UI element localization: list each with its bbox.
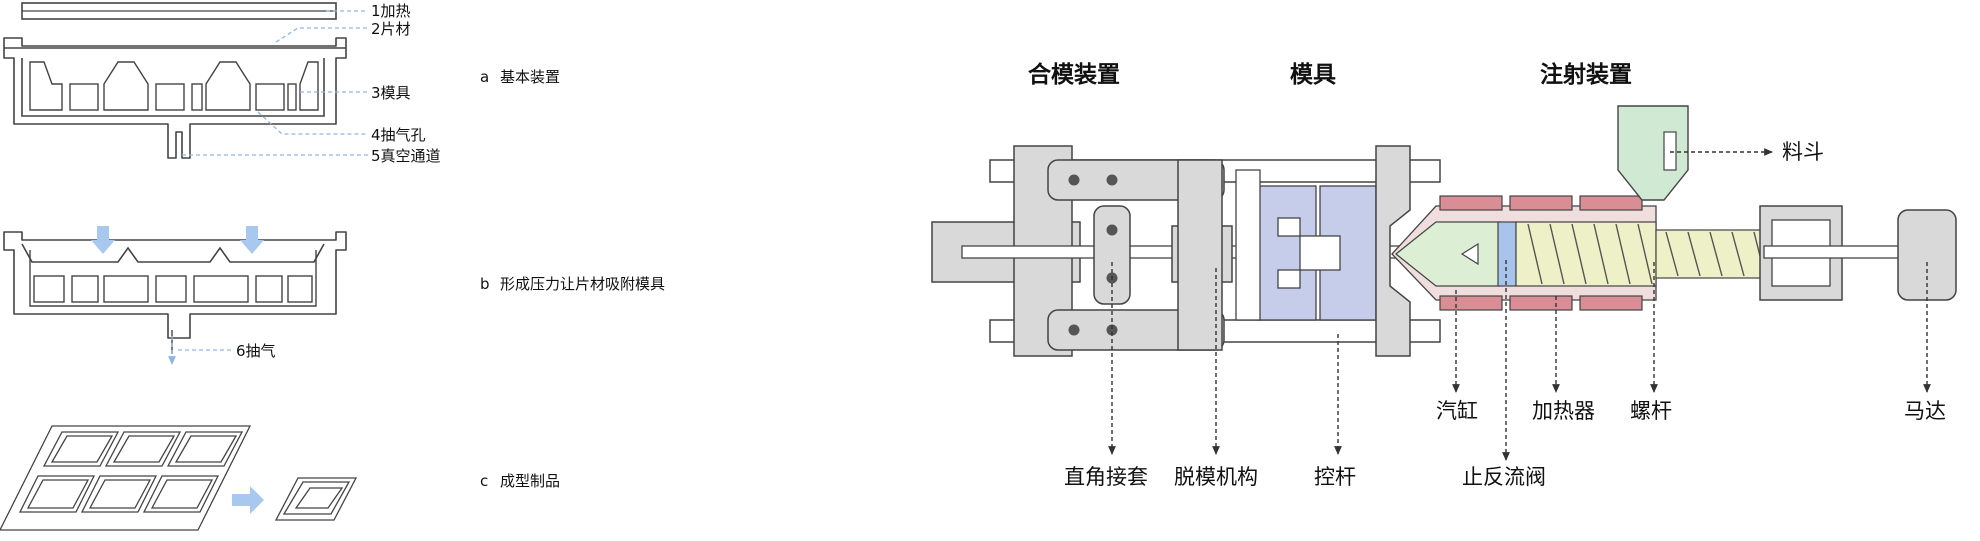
mold-inner-wall-b <box>29 250 317 307</box>
product-tray-cells <box>18 431 244 513</box>
step-b-letter: b <box>480 275 490 293</box>
mold-left-half <box>1257 185 1317 321</box>
step-b-text: 形成压力让片材吸附模具 <box>500 275 665 293</box>
finished-products-figure <box>0 425 358 531</box>
callout-exhaust: 6抽气 <box>236 342 276 360</box>
label-ejector: 脱模机构 <box>1174 465 1258 489</box>
section-headings: 合模装置 模具 注射装置 <box>1028 61 1632 88</box>
step-c-letter: c <box>480 472 488 490</box>
label-hopper: 料斗 <box>1782 140 1824 164</box>
label-tie-bar: 控杆 <box>1314 465 1356 489</box>
label-motor: 马达 <box>1904 399 1946 423</box>
mold-cavity <box>1277 217 1341 289</box>
component-labels: 料斗 汽缸 加热器 螺杆 马达 直角接套 脱模机构 控杆 止反流阀 <box>1064 140 1946 489</box>
label-toggle: 直角接套 <box>1064 465 1148 489</box>
moving-platen <box>1177 159 1223 351</box>
callout-mold: 3模具 <box>371 84 411 102</box>
result-arrow-icon <box>232 486 264 514</box>
label-check-valve: 止反流阀 <box>1462 465 1546 489</box>
pressure-arrow-left-icon <box>91 226 115 254</box>
check-valve-ring <box>1497 221 1517 287</box>
step-c-text: 成型制品 <box>500 472 560 490</box>
ejector-plate <box>1235 169 1261 321</box>
label-heater: 加热器 <box>1532 399 1595 423</box>
label-screw: 螺杆 <box>1630 399 1672 423</box>
label-cylinder: 汽缸 <box>1436 399 1478 423</box>
screw-body <box>1515 221 1657 287</box>
hopper-window <box>1663 131 1677 171</box>
callout-vacuum: 5真空通道 <box>371 147 441 165</box>
drive-unit <box>1759 205 1957 301</box>
fixed-platen <box>1375 145 1411 357</box>
heading-clamping-unit: 合模装置 <box>1028 61 1120 88</box>
screw-extension <box>1655 229 1765 279</box>
pressure-arrow-right-icon <box>240 226 264 254</box>
basic-setup-figure: 1加热 2片材 3模具 4抽气孔 5真空通道 <box>3 2 441 165</box>
callout-sheet: 2片材 <box>371 20 411 38</box>
leader-lines-injection <box>1108 148 1931 461</box>
mold-blocks-b <box>33 275 313 303</box>
mold-inner-wall <box>21 58 325 117</box>
screw-extension-flights <box>1665 231 1763 277</box>
injection-barrel <box>1391 205 1765 301</box>
drive-shaft <box>1763 245 1911 259</box>
heading-mold: 模具 <box>1290 62 1336 88</box>
callout-heating: 1加热 <box>371 2 411 20</box>
single-product <box>274 477 358 521</box>
injection-molding-diagram: 合模装置 模具 注射装置 <box>931 61 1957 489</box>
nozzle-melt <box>1395 221 1501 287</box>
heading-injection-unit: 注射装置 <box>1540 61 1632 88</box>
callout-vent: 4抽气孔 <box>371 126 426 144</box>
thermoforming-diagram: 1加热 2片材 3模具 4抽气孔 5真空通道 <box>0 2 665 531</box>
screw-flights <box>1527 223 1653 285</box>
step-captions: a 基本装置 b 形成压力让片材吸附模具 c 成型制品 <box>480 68 665 490</box>
mold-blocks <box>69 83 297 111</box>
pressure-forming-figure: 6抽气 <box>3 226 347 365</box>
mold-cavity-profile <box>29 61 319 111</box>
hopper <box>1617 105 1689 201</box>
leader-lines-a <box>182 10 368 156</box>
step-a-text: 基本装置 <box>500 68 560 86</box>
formed-sheet-profile <box>21 243 325 263</box>
mold-halves <box>1257 185 1377 321</box>
toggle-link-vertical <box>1093 205 1131 305</box>
nozzle-tip <box>1460 242 1479 266</box>
step-a-letter: a <box>480 68 489 86</box>
